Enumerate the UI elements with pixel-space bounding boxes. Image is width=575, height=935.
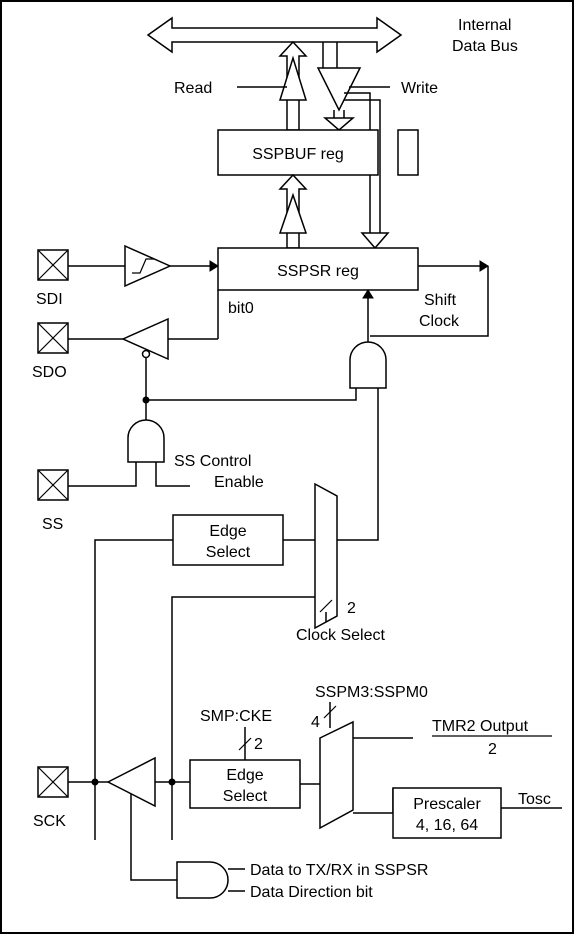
read-tristate-buffer	[278, 55, 308, 101]
edge-select-top-label-line2: Select	[206, 544, 251, 561]
data-direction-label: Data Direction bit	[250, 884, 373, 901]
ss-pin-to-and-line	[68, 462, 137, 487]
clock-mux-to-and-line	[337, 388, 379, 541]
shift-clock-line	[370, 266, 489, 337]
sdi-schmitt-buffer	[124, 244, 172, 288]
clock-select-label: Clock Select	[296, 627, 385, 644]
clock-select-width-label: 2	[347, 600, 356, 617]
prescaler-label-line2: 4, 16, 64	[416, 817, 478, 834]
data-direction-and-gate	[176, 861, 229, 899]
sspm-bus-slash	[323, 705, 337, 719]
sspsr-register	[217, 247, 419, 291]
prescaler-box	[392, 787, 502, 839]
sdo-pin	[37, 322, 69, 354]
sspsr-label: SSPSR reg	[277, 263, 359, 280]
sspm-label: SSPM3:SSPM0	[315, 684, 428, 701]
edge-select-top-box	[172, 514, 284, 566]
read-label: Read	[174, 80, 212, 97]
sdi-label: SDI	[36, 291, 63, 308]
shift-clock-label-line2: Clock	[419, 313, 460, 330]
bit0-label: bit0	[228, 300, 254, 317]
prescaler-mux	[319, 720, 354, 830]
clock-select-bus-slash	[319, 599, 333, 613]
internal-data-bus-label-line2: Data Bus	[452, 38, 518, 55]
shift-out-arrowhead	[479, 260, 489, 272]
ss-pin	[37, 469, 69, 501]
write-tristate-buffer	[316, 67, 362, 112]
tosc-label: Tosc	[518, 791, 551, 808]
smp-cke-width-label: 2	[254, 736, 263, 753]
tmr2-divisor-label: 2	[488, 741, 497, 758]
sck-junction-right	[168, 778, 176, 786]
shift-clock-and-gate	[349, 341, 387, 389]
sspbuf-label: SSPBUF reg	[252, 146, 344, 163]
write-to-sspsr-path	[344, 92, 390, 250]
ss-control-label-line1: SS Control	[174, 453, 251, 470]
ss-control-and-gate	[127, 419, 165, 463]
smp-cke-bus-slash	[238, 737, 252, 751]
edge-select-bottom-label-line2: Select	[223, 788, 268, 805]
sspbuf-side-box	[397, 129, 419, 176]
ss-control-label-line2: Enable	[214, 474, 264, 491]
edge-select-bottom-label-line1: Edge	[226, 767, 263, 784]
sdo-label: SDO	[32, 364, 67, 381]
sck-direction-enable-line	[130, 794, 177, 881]
write-bus-stem	[322, 42, 338, 68]
write-to-sspbuf-arrow	[322, 110, 356, 131]
sdo-enable-bubble	[141, 349, 151, 359]
tmr2-output-label: TMR2 Output	[432, 718, 529, 735]
sspbuf-register	[217, 129, 379, 176]
sck-label: SCK	[33, 813, 66, 830]
sck-pin	[37, 766, 69, 798]
sdi-pin	[37, 249, 69, 281]
sspm-width-label: 4	[311, 714, 320, 731]
internal-data-bus-label-line1: Internal	[458, 17, 511, 34]
and-to-sspsr-arrowhead	[362, 289, 374, 299]
sck-to-edge-select-line	[94, 539, 173, 840]
sdi-arrowhead	[209, 260, 219, 272]
sck-junction-left	[91, 778, 99, 786]
schmitt-symbol	[132, 258, 154, 274]
sck-direct-to-mux-line	[171, 596, 315, 840]
data-to-txrx-label: Data to TX/RX in SSPSR	[250, 862, 428, 879]
sspsr-to-sspbuf-arrow	[278, 173, 308, 249]
ss-control-enable-line	[155, 462, 190, 487]
ss-label: SS	[42, 516, 63, 533]
edge-select-top-label-line1: Edge	[209, 523, 246, 540]
write-label: Write	[401, 80, 438, 97]
internal-data-bus-arrow	[146, 16, 403, 54]
edge-select-bottom-box	[189, 759, 301, 809]
clock-select-mux	[314, 482, 338, 630]
shift-clock-label-line1: Shift	[424, 292, 457, 309]
ss-enable-to-and-line	[146, 388, 357, 401]
smp-cke-label: SMP:CKE	[200, 708, 272, 725]
prescaler-label-line1: Prescaler	[413, 796, 481, 813]
